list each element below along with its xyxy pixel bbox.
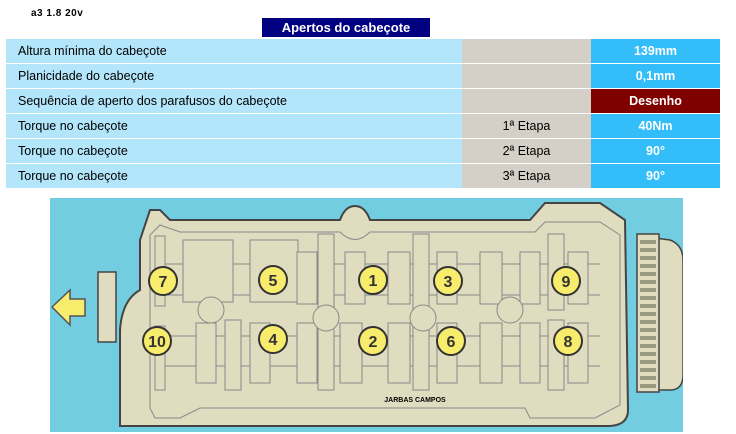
bolt-10: 10 bbox=[142, 326, 172, 356]
svg-text:9: 9 bbox=[562, 274, 571, 291]
bolt-2: 2 bbox=[358, 326, 388, 356]
svg-text:7: 7 bbox=[159, 274, 168, 291]
bolt-6: 6 bbox=[436, 326, 466, 356]
row-value[interactable]: Desenho bbox=[591, 88, 720, 114]
svg-text:3: 3 bbox=[444, 274, 453, 291]
timing-block bbox=[97, 271, 117, 343]
row-value: 90° bbox=[591, 138, 720, 164]
row-label: Altura mínima do cabeçote bbox=[6, 39, 462, 64]
row-step: 2ª Etapa bbox=[462, 138, 591, 164]
arrow-left-icon bbox=[50, 288, 86, 327]
row-step bbox=[462, 39, 591, 64]
row-label: Sequência de aperto dos parafusos do cab… bbox=[6, 88, 462, 114]
row-value: 139mm bbox=[591, 39, 720, 64]
bolt-5: 5 bbox=[258, 265, 288, 295]
bolt-4: 4 bbox=[258, 324, 288, 354]
table-row: Altura mínima do cabeçote 139mm bbox=[6, 39, 720, 64]
row-label: Planicidade do cabeçote bbox=[6, 63, 462, 89]
svg-text:6: 6 bbox=[447, 334, 456, 351]
row-step bbox=[462, 63, 591, 89]
page-title: Apertos do cabeçote bbox=[262, 18, 430, 37]
bolt-7: 7 bbox=[148, 266, 178, 296]
row-label: Torque no cabeçote bbox=[6, 163, 462, 189]
row-label: Torque no cabeçote bbox=[6, 113, 462, 139]
signature: JARBAS CAMPOS bbox=[384, 397, 446, 404]
svg-text:4: 4 bbox=[269, 332, 278, 349]
row-label: Torque no cabeçote bbox=[6, 138, 462, 164]
row-step bbox=[462, 88, 591, 114]
row-value: 0,1mm bbox=[591, 63, 720, 89]
bolt-8: 8 bbox=[553, 326, 583, 356]
row-step: 3ª Etapa bbox=[462, 163, 591, 189]
camshaft-gear bbox=[636, 233, 660, 393]
svg-text:2: 2 bbox=[369, 334, 378, 351]
table-row: Sequência de aperto dos parafusos do cab… bbox=[6, 88, 720, 114]
svg-text:5: 5 bbox=[269, 273, 278, 290]
cylinder-head-diagram: 1 2 3 4 5 6 7 8 9 10 JARBAS CAMPOS bbox=[50, 198, 683, 432]
row-value: 40Nm bbox=[591, 113, 720, 139]
svg-text:10: 10 bbox=[148, 334, 166, 351]
engine-model: a3 1.8 20v bbox=[31, 8, 84, 19]
svg-text:1: 1 bbox=[369, 273, 378, 290]
gear-cover bbox=[654, 237, 683, 391]
row-step: 1ª Etapa bbox=[462, 113, 591, 139]
table-row: Planicidade do cabeçote 0,1mm bbox=[6, 63, 720, 89]
bolt-3: 3 bbox=[433, 266, 463, 296]
bolt-9: 9 bbox=[551, 266, 581, 296]
svg-text:8: 8 bbox=[564, 334, 573, 351]
bolt-1: 1 bbox=[358, 265, 388, 295]
row-value: 90° bbox=[591, 163, 720, 189]
